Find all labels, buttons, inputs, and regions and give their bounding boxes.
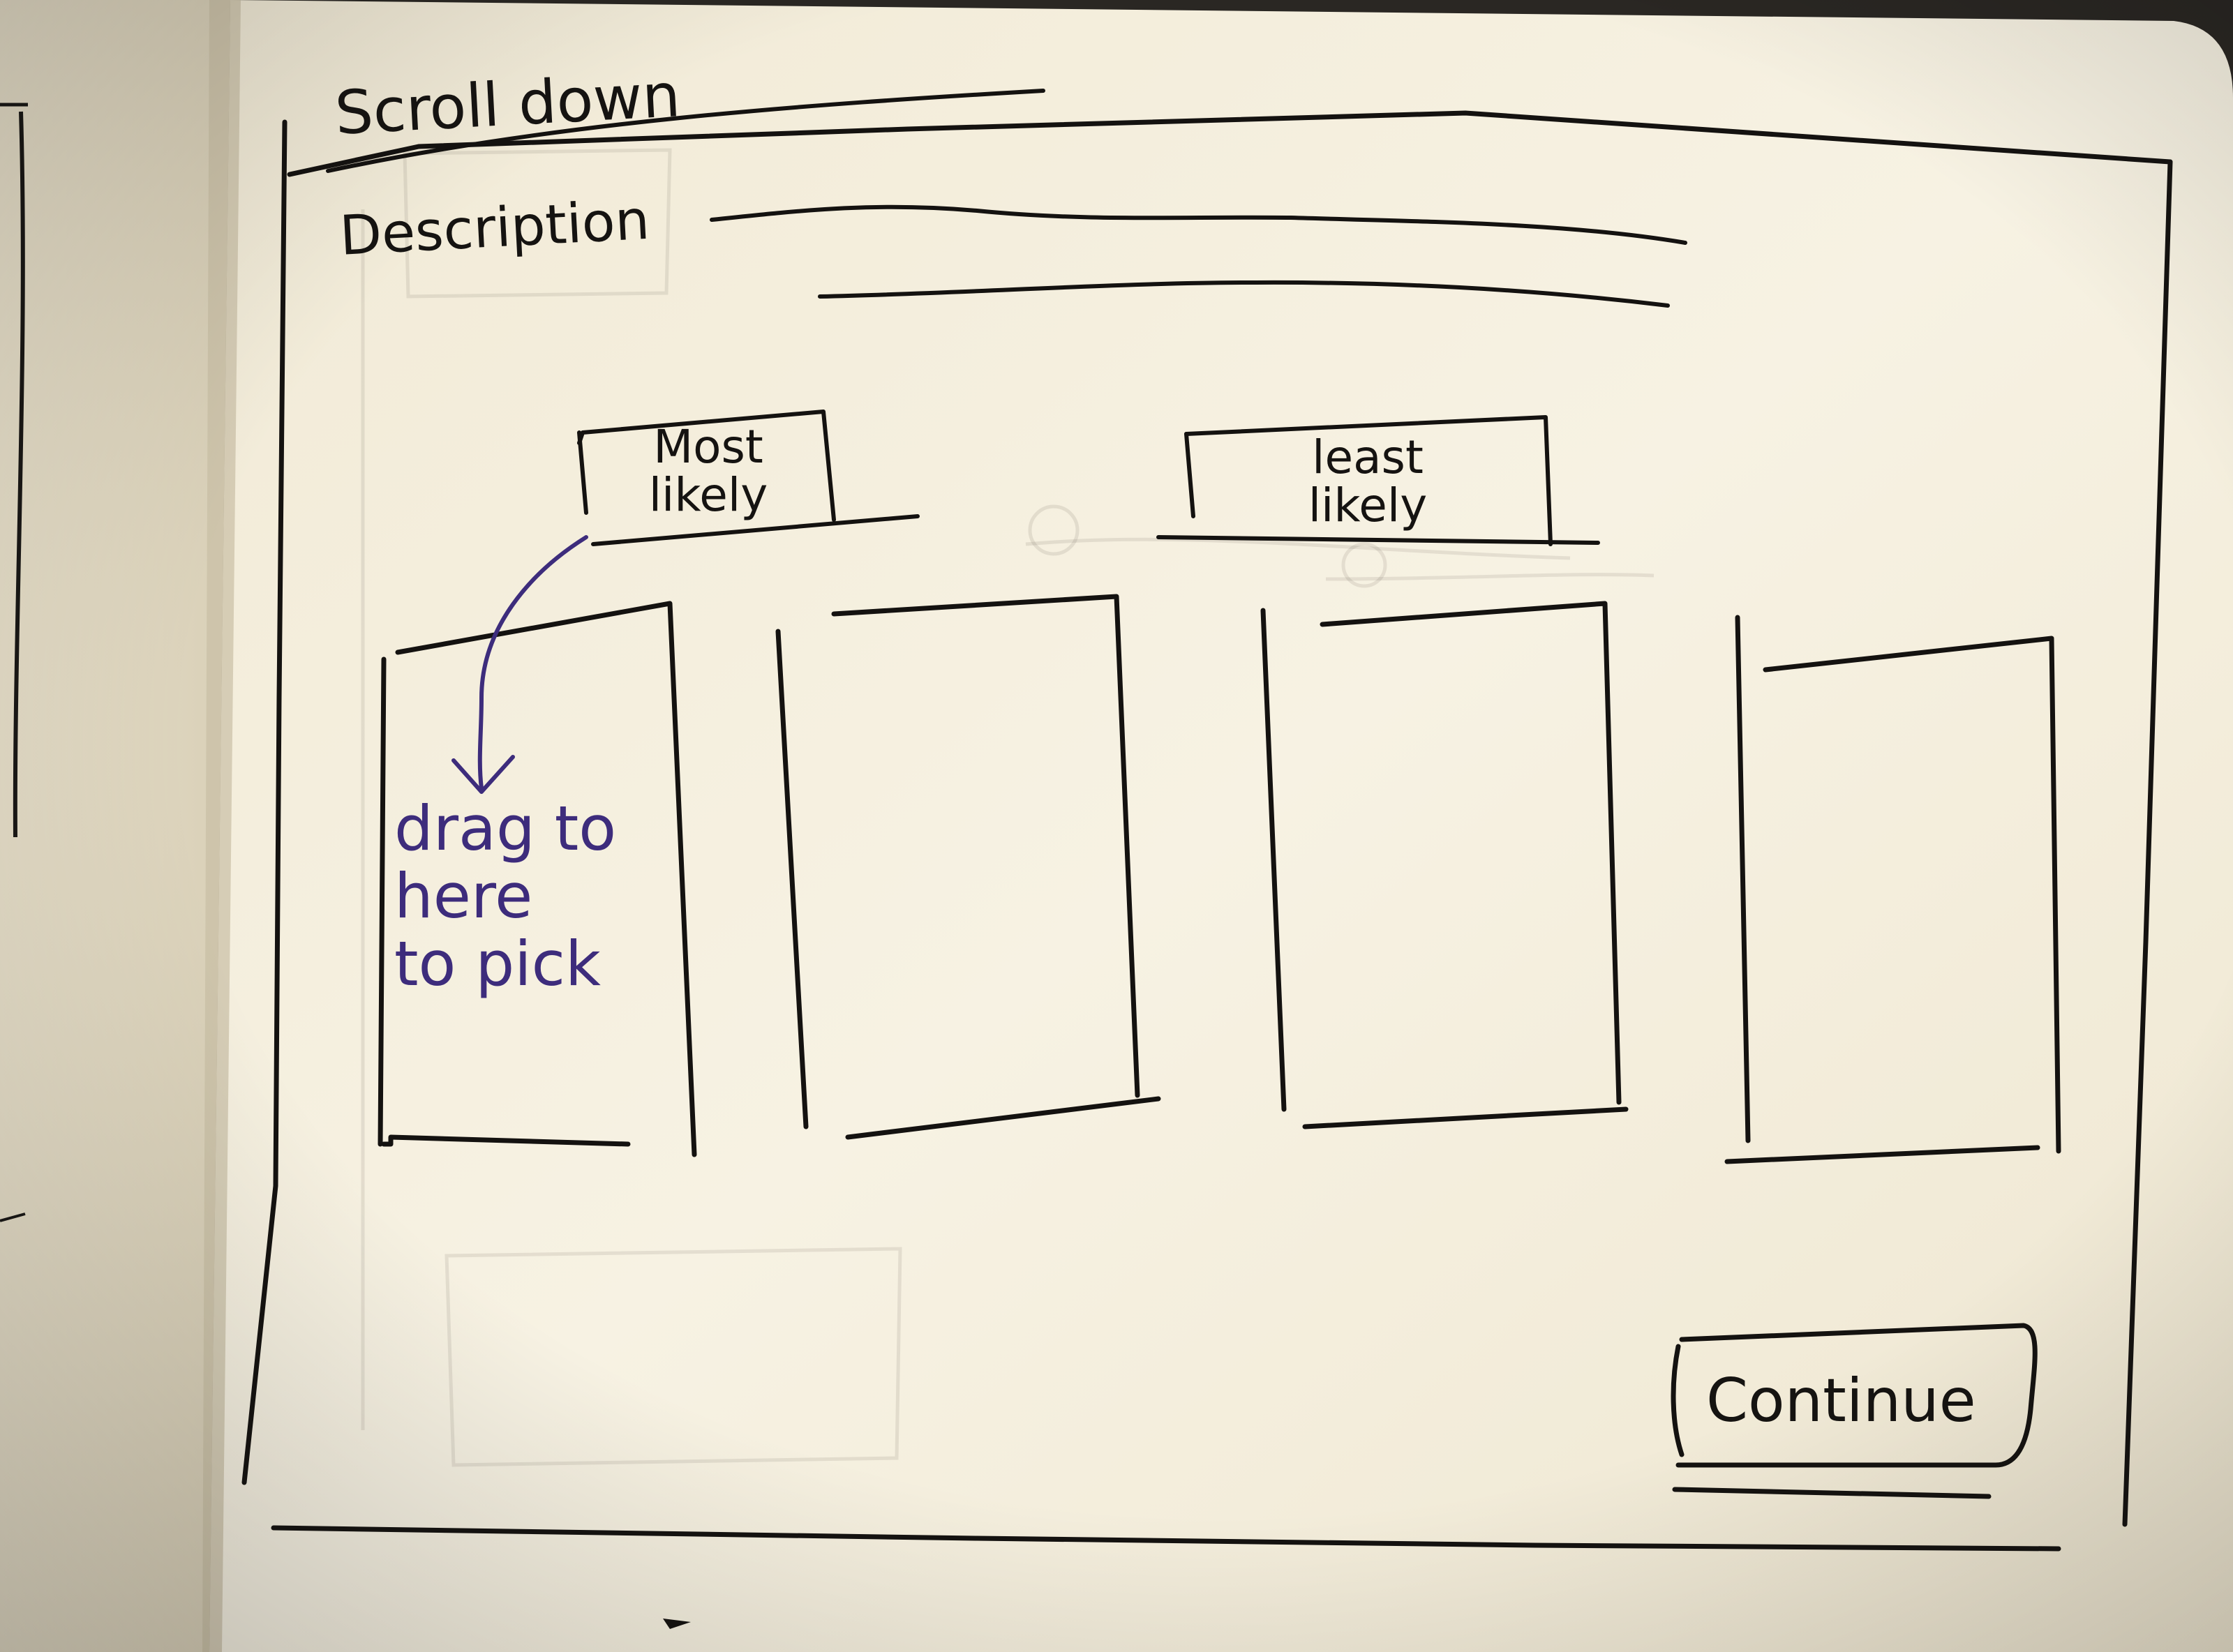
continue-button-outline [1671,1323,2038,1499]
drag-hint: drag to here to pick [394,795,659,998]
most-likely-label: Most likely [648,419,768,522]
drag-hint-line-2: here [394,859,533,932]
description-lines [710,204,1687,308]
card-3[interactable] [1267,614,1615,1116]
scroll-down-note: Scroll down [333,61,682,149]
most-likely-box [577,410,920,546]
description-label: Description [338,188,652,268]
card-4[interactable] [1741,642,2055,1151]
least-likely-box [1156,415,1600,546]
least-likely-header[interactable]: least likely [1190,426,1546,537]
least-likely-label: least likely [1308,430,1428,532]
card-2[interactable] [785,607,1134,1109]
continue-label: Continue [1706,1366,1976,1436]
card-outlines [378,594,2061,1164]
bleed-through-text [649,656,669,736]
drag-arrow-icon [451,535,588,794]
drag-hint-line-3: to pick [394,927,601,1000]
most-likely-header[interactable]: Most likely [586,419,830,523]
drag-hint-line-1: drag to [394,793,617,864]
page-frame [241,110,2173,1552]
